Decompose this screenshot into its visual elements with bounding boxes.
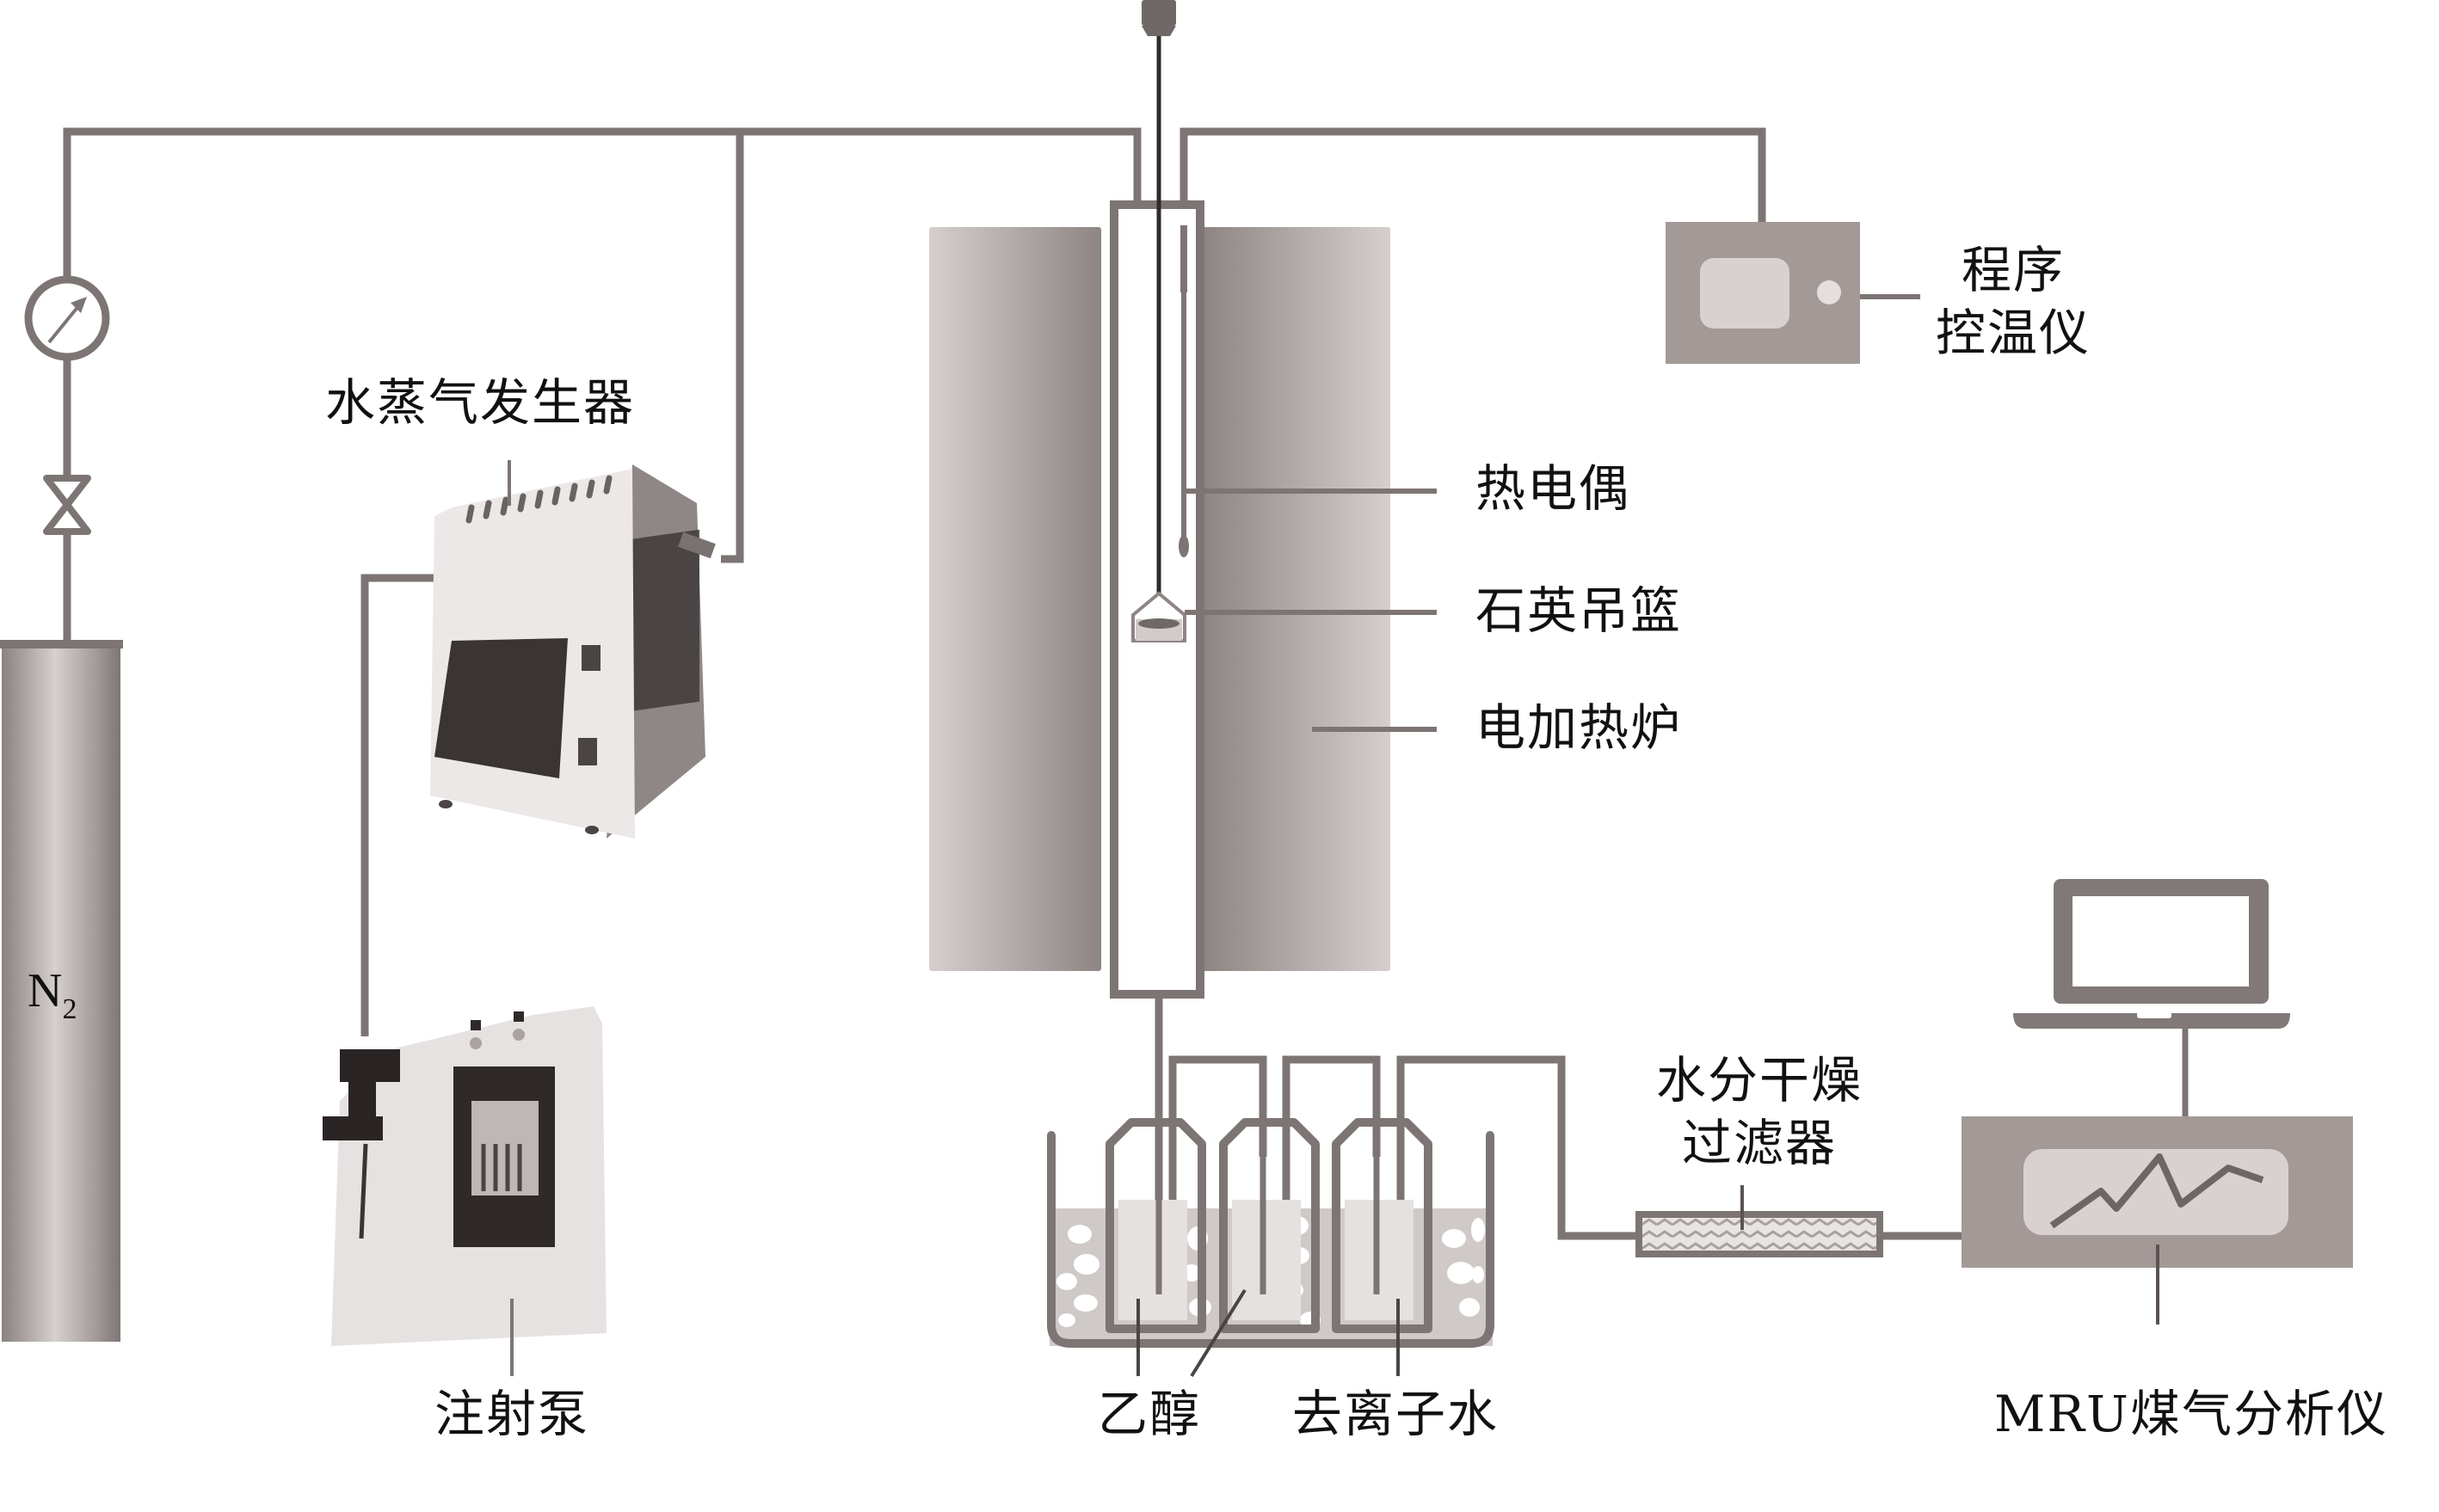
absorption-bottles bbox=[1106, 1109, 1432, 1378]
electric-furnace-label: 电加热炉 bbox=[1475, 698, 1683, 757]
n2-label: N2 bbox=[28, 963, 77, 1026]
filter-icon bbox=[1635, 1211, 1883, 1257]
trend-line-icon bbox=[2049, 1153, 2264, 1229]
temp-controller bbox=[1666, 222, 1860, 364]
gas-analyzer-label: MRU煤气分析仪 bbox=[1994, 1385, 2388, 1443]
steam-generator-label: 水蒸气发生器 bbox=[325, 373, 636, 432]
valve-icon bbox=[43, 475, 91, 508]
n2-cylinder bbox=[0, 640, 123, 1342]
power-switch bbox=[578, 738, 597, 765]
quartz-basket-label: 石英吊篮 bbox=[1475, 581, 1683, 640]
controller-knob bbox=[1817, 280, 1841, 304]
pipe-n2-to-reactor bbox=[63, 127, 1142, 277]
bottle-3 bbox=[1332, 1109, 1432, 1333]
moisture-filter-label-line2: 过滤器 bbox=[1681, 1113, 1837, 1172]
quartz-basket bbox=[1131, 0, 1186, 642]
leader-lines bbox=[1184, 294, 1920, 732]
deionized-water-label: 去离子水 bbox=[1292, 1385, 1500, 1443]
touch-screen bbox=[434, 638, 568, 778]
pipe-syringe-to-steam bbox=[360, 574, 447, 1036]
bath-vessel bbox=[1047, 1131, 1494, 1348]
syringe-clamp bbox=[340, 1049, 400, 1082]
moisture-filter-label: 水分干燥 过滤器 bbox=[1635, 1049, 1884, 1174]
gas-cylinder-icon bbox=[2, 643, 120, 1342]
pipe-bottle1-to-bottle2 bbox=[1168, 1055, 1267, 1290]
moisture-filter bbox=[1635, 1185, 1883, 1257]
thermocouple-label: 热电偶 bbox=[1475, 459, 1631, 518]
n2-label-main: N bbox=[28, 964, 63, 1017]
syringe-pump-label: 注射泵 bbox=[434, 1385, 590, 1443]
temp-controller-label-line1: 程序 bbox=[1961, 241, 2065, 299]
valve bbox=[43, 475, 91, 535]
vent-grille bbox=[632, 529, 699, 711]
pressure-gauge bbox=[24, 275, 110, 361]
temp-controller-label-line2: 控温仪 bbox=[1935, 303, 2091, 362]
heat-switch bbox=[582, 645, 601, 671]
controller-display bbox=[1700, 258, 1789, 329]
pipe-thermocouple-to-controller bbox=[1179, 127, 1766, 225]
computer bbox=[2013, 879, 2290, 1029]
pipe-bottle2-to-bottle3 bbox=[1282, 1055, 1381, 1290]
gas-pipes bbox=[63, 127, 2189, 1294]
electric-furnace bbox=[929, 227, 1390, 971]
syringe-pump bbox=[323, 1006, 607, 1376]
bottle-1 bbox=[1106, 1109, 1206, 1333]
steam-generator bbox=[430, 460, 716, 839]
n2-label-sub: 2 bbox=[62, 993, 77, 1025]
temp-controller-label: 程序 控温仪 bbox=[1927, 239, 2099, 364]
impinger-bottle-icon bbox=[1106, 1118, 1206, 1333]
ethanol-label: 乙醇 bbox=[1098, 1385, 1202, 1443]
pipe-steam-to-main bbox=[721, 132, 744, 563]
bottle-2 bbox=[1219, 1109, 1320, 1333]
moisture-filter-label-line1: 水分干燥 bbox=[1655, 1051, 1863, 1109]
furnace-icon bbox=[929, 227, 1101, 971]
gas-analyzer bbox=[1962, 1116, 2353, 1325]
